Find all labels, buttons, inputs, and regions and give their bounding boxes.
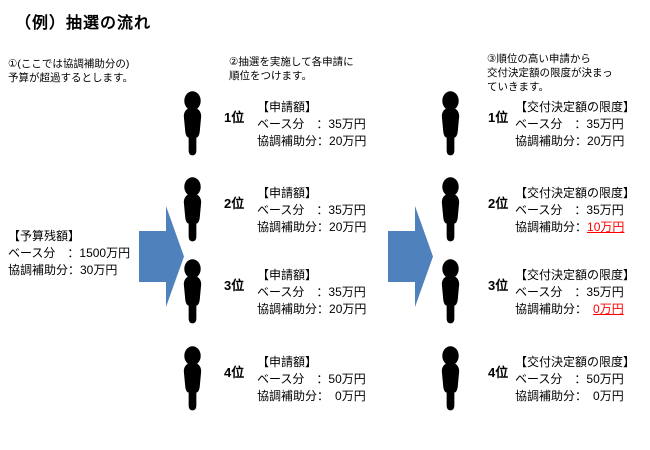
note-step1: ①(ここでは協調補助分の) 予算が超過するとします。: [8, 57, 133, 85]
rank-label: 3位: [224, 278, 245, 293]
kyocho-label: 協調補助分：: [257, 220, 330, 234]
note-step1-line1: ①(ここでは協調補助分の): [8, 58, 130, 70]
page-title: （例）抽選の流れ: [15, 15, 152, 32]
kyocho-amount: 協調補助分：20万円: [257, 219, 366, 236]
base-amount: ベース分 ：50万円: [515, 372, 624, 386]
base-amount: ベース分 ：50万円: [257, 372, 366, 386]
person-silhouette-icon: [437, 176, 464, 244]
block-header: 【申請額】: [257, 100, 318, 114]
application-row-1: 1位 【申請額】 ベース分 ：35万円 協調補助分：20万円: [179, 90, 479, 160]
decision-row-3: 3位 【交付決定額の限度】 ベース分 ：35万円 協調補助分： 0万円: [437, 258, 650, 328]
kyocho-amount: 協調補助分： 0万円: [515, 301, 635, 318]
budget-kyocho-amount: 協調補助分：30万円: [8, 263, 118, 277]
kyocho-value: 20万円: [329, 134, 367, 148]
person-silhouette-icon: [179, 90, 206, 158]
decision-amount-block: 【交付決定額の限度】 ベース分 ：35万円 協調補助分：10万円: [515, 185, 635, 236]
kyocho-label: 協調補助分：: [257, 134, 330, 148]
block-header: 【申請額】: [257, 268, 318, 282]
note-step3-line2: 交付決定額の限度が決まっ: [487, 67, 613, 79]
person-silhouette-icon: [179, 176, 206, 244]
application-row-4: 4位 【申請額】 ベース分 ：50万円 協調補助分： 0万円: [179, 345, 479, 415]
person-silhouette-icon: [437, 345, 464, 413]
note-step2-line1: ②抽選を実施して各申請に: [229, 56, 354, 68]
block-header: 【交付決定額の限度】: [515, 268, 636, 282]
person-silhouette-icon: [437, 90, 464, 158]
base-amount: ベース分 ：35万円: [257, 117, 366, 131]
kyocho-label: 協調補助分：: [515, 220, 588, 234]
kyocho-value: 20万円: [329, 220, 367, 234]
right-block-arrow-icon: [139, 200, 184, 313]
base-amount: ベース分 ：35万円: [515, 117, 624, 131]
kyocho-label: 協調補助分：: [515, 302, 594, 316]
kyocho-label: 協調補助分：: [257, 389, 324, 403]
kyocho-value-highlighted: 0万円: [593, 302, 624, 316]
rank-label: 1位: [488, 110, 509, 125]
kyocho-value: 20万円: [329, 302, 367, 316]
decision-row-2: 2位 【交付決定額の限度】 ベース分 ：35万円 協調補助分：10万円: [437, 176, 650, 246]
kyocho-amount: 協調補助分： 0万円: [257, 388, 366, 405]
rank-label: 2位: [224, 196, 245, 211]
kyocho-value: 0万円: [593, 389, 624, 403]
block-header: 【交付決定額の限度】: [515, 100, 636, 114]
base-amount: ベース分 ：35万円: [257, 203, 366, 217]
person-silhouette-icon: [437, 258, 464, 326]
kyocho-value: 0万円: [323, 389, 366, 403]
kyocho-amount: 協調補助分：10万円: [515, 219, 635, 236]
application-amount-block: 【申請額】 ベース分 ：50万円 協調補助分： 0万円: [257, 354, 366, 405]
rank-label: 1位: [224, 110, 245, 125]
decision-row-4: 4位 【交付決定額の限度】 ベース分 ：50万円 協調補助分： 0万円: [437, 345, 650, 415]
budget-base-amount: ベース分 ：1500万円: [8, 246, 131, 260]
rank-label: 4位: [488, 365, 509, 380]
note-step2-line2: 順位をつけます。: [229, 70, 312, 82]
budget-remaining-block: 【予算残額】 ベース分 ：1500万円 協調補助分：30万円: [8, 228, 130, 279]
kyocho-amount: 協調補助分：20万円: [515, 133, 635, 150]
kyocho-value: 20万円: [587, 134, 625, 148]
note-step1-line2: 予算が超過するとします。: [8, 72, 133, 84]
decision-amount-block: 【交付決定額の限度】 ベース分 ：35万円 協調補助分： 0万円: [515, 267, 635, 318]
person-silhouette-icon: [179, 258, 206, 326]
block-header: 【交付決定額の限度】: [515, 186, 636, 200]
rank-label: 3位: [488, 278, 509, 293]
person-silhouette-icon: [179, 345, 206, 413]
application-amount-block: 【申請額】 ベース分 ：35万円 協調補助分：20万円: [257, 185, 366, 236]
kyocho-amount: 協調補助分：20万円: [257, 301, 366, 318]
block-header: 【申請額】: [257, 355, 318, 369]
decision-amount-block: 【交付決定額の限度】 ベース分 ：50万円 協調補助分： 0万円: [515, 354, 635, 405]
kyocho-amount: 協調補助分：20万円: [257, 133, 366, 150]
decision-row-1: 1位 【交付決定額の限度】 ベース分 ：35万円 協調補助分：20万円: [437, 90, 650, 160]
block-header: 【交付決定額の限度】: [515, 355, 636, 369]
note-step3: ③順位の高い申請から 交付決定額の限度が決まっ ていきます。: [487, 52, 613, 94]
base-amount: ベース分 ：35万円: [257, 285, 366, 299]
kyocho-label: 協調補助分：: [257, 302, 330, 316]
application-row-3: 3位 【申請額】 ベース分 ：35万円 協調補助分：20万円: [179, 258, 479, 328]
block-header: 【申請額】: [257, 186, 318, 200]
kyocho-label: 協調補助分：: [515, 134, 588, 148]
kyocho-value-highlighted: 10万円: [587, 220, 625, 234]
rank-label: 2位: [488, 196, 509, 211]
kyocho-label: 協調補助分：: [515, 389, 594, 403]
note-step3-line1: ③順位の高い申請から: [487, 53, 591, 65]
application-row-2: 2位 【申請額】 ベース分 ：35万円 協調補助分：20万円: [179, 176, 479, 246]
base-amount: ベース分 ：35万円: [515, 285, 624, 299]
application-amount-block: 【申請額】 ベース分 ：35万円 協調補助分：20万円: [257, 99, 366, 150]
base-amount: ベース分 ：35万円: [515, 203, 624, 217]
note-step3-line3: ていきます。: [487, 81, 549, 93]
kyocho-amount: 協調補助分： 0万円: [515, 388, 635, 405]
note-step2: ②抽選を実施して各申請に 順位をつけます。: [229, 55, 354, 83]
application-amount-block: 【申請額】 ベース分 ：35万円 協調補助分：20万円: [257, 267, 366, 318]
budget-header: 【予算残額】: [8, 229, 81, 243]
decision-amount-block: 【交付決定額の限度】 ベース分 ：35万円 協調補助分：20万円: [515, 99, 635, 150]
rank-label: 4位: [224, 365, 245, 380]
